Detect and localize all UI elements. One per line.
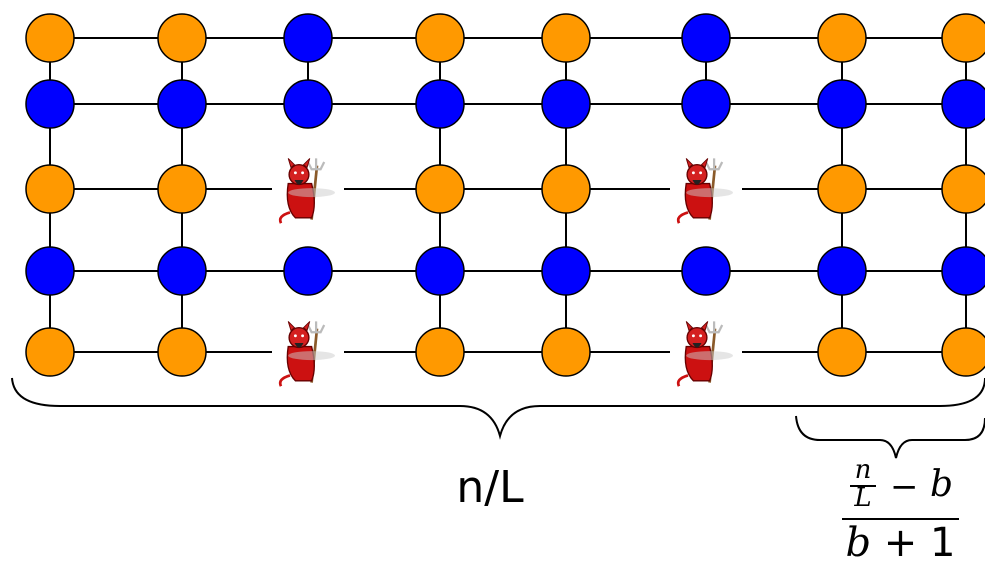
blue-node (415, 246, 465, 296)
formula-minus: − (890, 467, 919, 507)
segment-length-formula: n L − b b + 1 (838, 454, 963, 569)
blue-node (415, 79, 465, 129)
orange-node (415, 13, 465, 63)
blue-node (283, 13, 333, 63)
blue-node (681, 79, 731, 129)
blue-node (25, 79, 75, 129)
blue-node (25, 246, 75, 296)
orange-node (415, 164, 465, 214)
orange-node (941, 164, 985, 214)
blue-node (541, 246, 591, 296)
orange-node (25, 327, 75, 377)
orange-node (941, 13, 985, 63)
blue-node (681, 246, 731, 296)
blue-node (817, 246, 867, 296)
formula-inner-bar (850, 485, 876, 487)
formula-denominator: b + 1 (838, 520, 963, 566)
orange-node (157, 327, 207, 377)
formula-plus-one: + 1 (871, 520, 956, 566)
blue-node (157, 246, 207, 296)
orange-node (157, 164, 207, 214)
total-brace (11, 377, 985, 440)
blue-node (157, 79, 207, 129)
orange-node (25, 164, 75, 214)
orange-node (541, 164, 591, 214)
orange-node (817, 327, 867, 377)
formula-fraction-bar (842, 518, 959, 520)
formula-b-denominator: b (845, 520, 872, 566)
orange-node (941, 327, 985, 377)
orange-node (817, 164, 867, 214)
formula-b-numerator: b (930, 464, 954, 505)
formula-n: n (854, 455, 872, 485)
blue-node (817, 79, 867, 129)
formula-L: L (854, 483, 872, 513)
total-length-label: n/L (456, 462, 524, 513)
blue-node (941, 79, 985, 129)
blue-node (681, 13, 731, 63)
orange-node (157, 13, 207, 63)
blue-node (283, 79, 333, 129)
blue-node (541, 79, 591, 129)
nodes (25, 13, 985, 388)
orange-node (541, 13, 591, 63)
segment-brace (795, 415, 985, 459)
orange-node (541, 327, 591, 377)
formula-numerator: n L − b (838, 454, 963, 514)
blue-node (283, 246, 333, 296)
orange-node (25, 13, 75, 63)
orange-node (817, 13, 867, 63)
blue-node (941, 246, 985, 296)
orange-node (415, 327, 465, 377)
